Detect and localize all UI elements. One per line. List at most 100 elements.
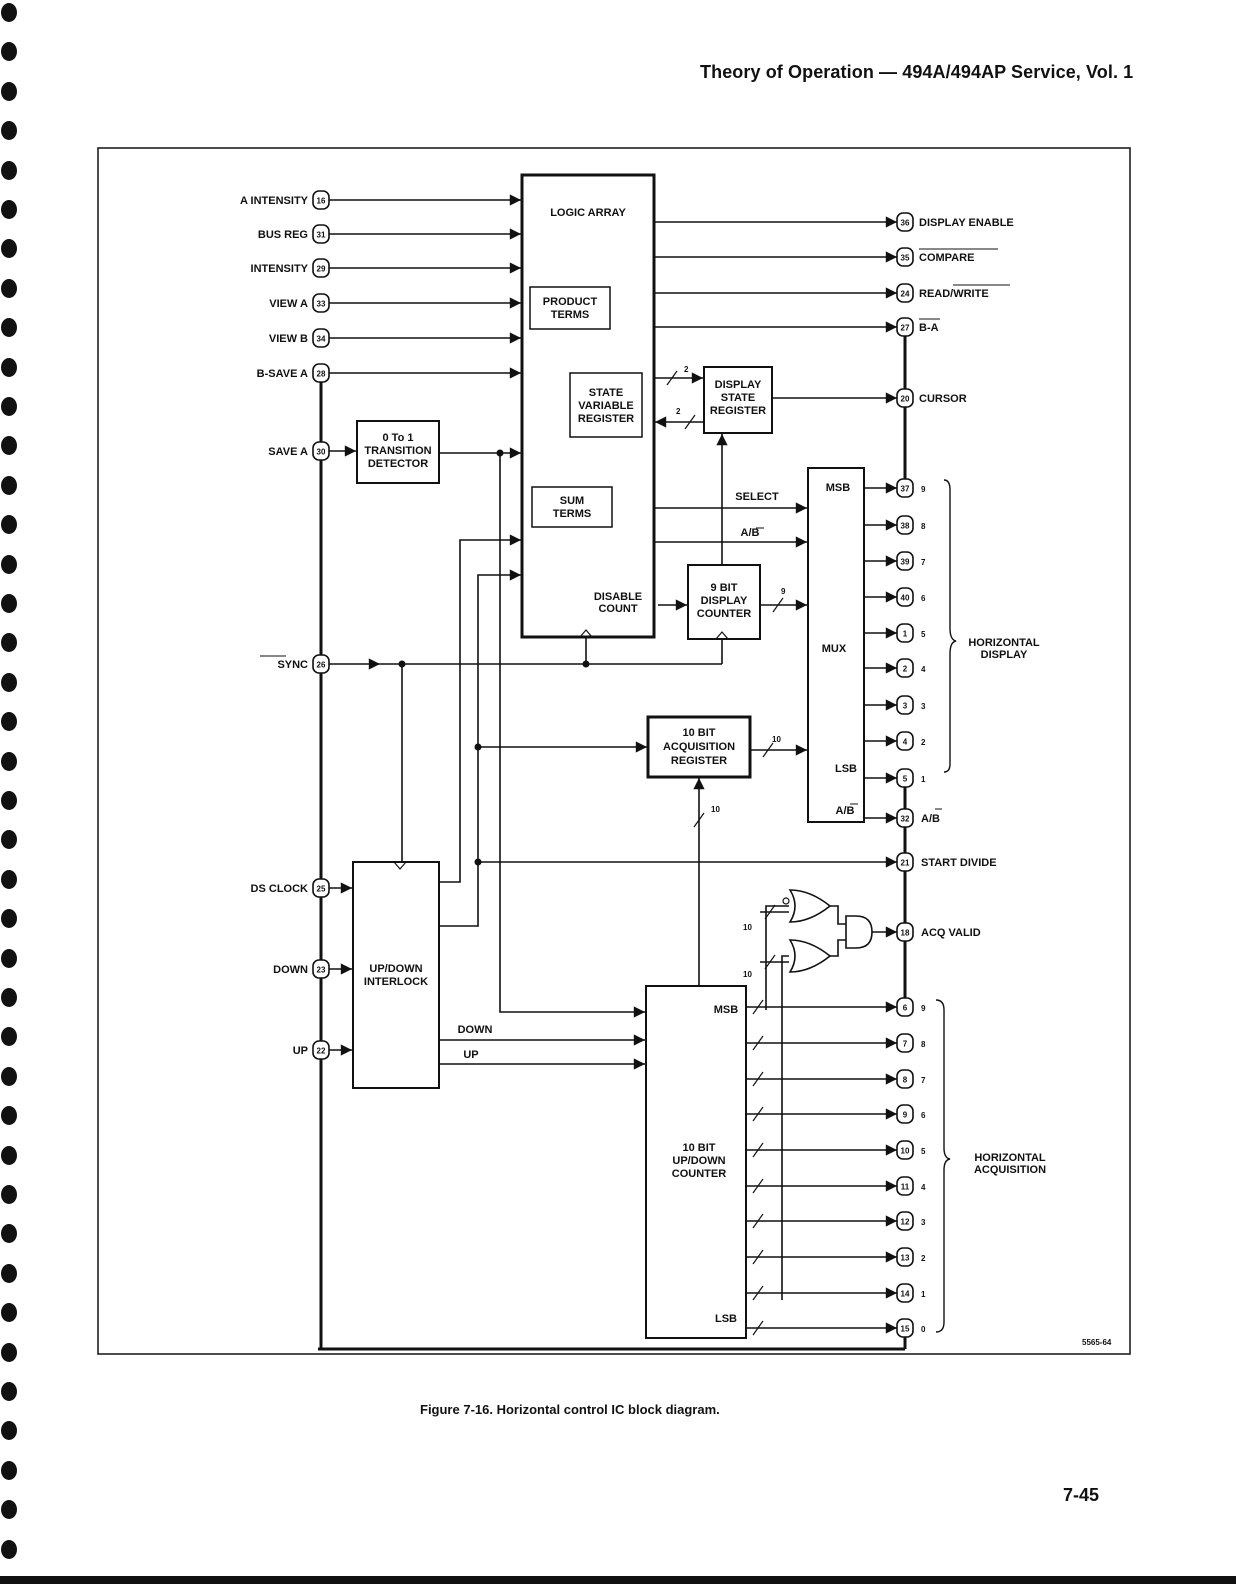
acq-pin-9: 9 xyxy=(896,1104,914,1124)
input-label: VIEW B xyxy=(269,333,308,345)
acq-valid-label: ACQ VALID xyxy=(921,927,981,939)
svr-label-3: REGISTER xyxy=(578,413,634,425)
start-divide-label: START DIVIDE xyxy=(921,857,997,869)
binder-hole xyxy=(1,1421,17,1441)
svg-text:22: 22 xyxy=(317,1047,326,1056)
dc-label-2: DISPLAY xyxy=(701,595,748,607)
output-pin-27: 27 xyxy=(896,317,914,337)
input-pin-30: 30 xyxy=(312,441,330,461)
display-pin-39: 39 xyxy=(896,551,914,571)
binder-hole xyxy=(1,830,17,850)
svg-text:13: 13 xyxy=(901,1254,910,1263)
output-label: CURSOR xyxy=(919,393,967,405)
horizontal-display-label-1: HORIZONTAL xyxy=(968,637,1040,649)
acq-pin-12: 12 xyxy=(896,1211,914,1231)
binder-hole xyxy=(1,1106,17,1126)
binder-hole xyxy=(1,42,17,62)
wire xyxy=(666,370,678,386)
udc-lsb-label: LSB xyxy=(715,1313,737,1325)
acq-valid-pin: 18 xyxy=(896,922,914,942)
page-number: 7-45 xyxy=(1063,1485,1100,1505)
acq-pin-10: 10 xyxy=(896,1140,914,1160)
input-pin-28: 28 xyxy=(312,363,330,383)
input-label: SYNC xyxy=(277,659,308,671)
disable-count-label-1: DISABLE xyxy=(594,591,642,603)
mux-ab-label: A/B xyxy=(836,805,855,817)
binder-hole xyxy=(1,791,17,810)
input-pin-23: 23 xyxy=(312,959,330,979)
acquisition-register-block xyxy=(646,715,752,779)
input-pin-26: 26 xyxy=(312,654,330,674)
acq-pin-7: 7 xyxy=(896,1033,914,1053)
ar-label-2: ACQUISITION xyxy=(663,741,735,753)
bit-label: 1 xyxy=(921,775,926,784)
display-counter-block xyxy=(687,564,761,640)
mux-msb-label: MSB xyxy=(826,482,851,494)
binder-hole xyxy=(1,475,17,495)
binder-hole xyxy=(1,594,17,613)
binder-hole xyxy=(1,751,17,771)
display-pin-2: 2 xyxy=(896,658,914,678)
input-pin-34: 34 xyxy=(312,328,330,348)
binder-hole xyxy=(1,278,17,298)
bit-label: 0 xyxy=(921,1325,926,1334)
wire xyxy=(752,1142,764,1158)
wire xyxy=(752,999,764,1015)
binder-hole xyxy=(1,1500,17,1520)
bus-2-label-b: 2 xyxy=(676,407,681,416)
display-pin-4: 4 xyxy=(896,731,914,751)
ui-label-2: INTERLOCK xyxy=(364,976,428,988)
output-label: DISPLAY ENABLE xyxy=(919,217,1014,229)
bit-label: 6 xyxy=(921,594,926,603)
display-pin-3: 3 xyxy=(896,695,914,715)
binder-hole xyxy=(1,1342,17,1362)
binder-hole xyxy=(1,988,17,1007)
udc-msb-label: MSB xyxy=(714,1004,739,1016)
binder-hole xyxy=(1,1539,17,1559)
acq-pin-14: 14 xyxy=(896,1283,914,1303)
down-signal-label: DOWN xyxy=(458,1024,493,1036)
svg-text:30: 30 xyxy=(317,448,326,457)
binder-hole xyxy=(1,554,17,574)
acquisition-brace xyxy=(935,999,951,1333)
binder-hole xyxy=(1,712,17,732)
svg-text:4: 4 xyxy=(903,738,908,747)
binder-hole xyxy=(1,672,17,692)
svg-text:35: 35 xyxy=(901,254,910,263)
updown-interlock-block xyxy=(352,861,440,1089)
acq-pin-8: 8 xyxy=(896,1069,914,1089)
ab-output-pin: 32 xyxy=(896,808,914,828)
wire xyxy=(752,1071,764,1087)
input-label: DS CLOCK xyxy=(251,883,309,895)
svg-text:20: 20 xyxy=(901,395,910,404)
svg-text:36: 36 xyxy=(901,219,910,228)
dc-label-3: COUNTER xyxy=(697,608,751,620)
wire xyxy=(752,1035,764,1051)
svg-text:32: 32 xyxy=(901,815,910,824)
bit-label: 7 xyxy=(921,1076,926,1085)
display-pin-37: 37 xyxy=(896,478,914,498)
svg-text:34: 34 xyxy=(317,335,326,344)
wire xyxy=(752,1213,764,1229)
bus-10-label-c: 10 xyxy=(743,923,752,932)
svg-text:3: 3 xyxy=(903,702,908,711)
bit-label: 2 xyxy=(921,738,926,747)
mux-label: MUX xyxy=(822,643,847,655)
bus-10-label-b: 10 xyxy=(711,805,720,814)
bit-label: 6 xyxy=(921,1111,926,1120)
horizontal-acquisition-label-2: ACQUISITION xyxy=(974,1164,1046,1176)
wire xyxy=(830,905,846,925)
horizontal-display-label-2: DISPLAY xyxy=(981,649,1028,661)
svg-text:10: 10 xyxy=(901,1147,910,1156)
binder-hole xyxy=(1,1224,17,1244)
product-terms-block xyxy=(529,286,611,330)
svg-text:8: 8 xyxy=(903,1076,908,1085)
wire xyxy=(765,905,789,1010)
binder-hole xyxy=(1,200,17,219)
svg-text:5: 5 xyxy=(903,775,908,784)
svg-text:31: 31 xyxy=(317,231,326,240)
page-header: Theory of Operation — 494A/494AP Service… xyxy=(700,62,1134,82)
wire xyxy=(439,534,521,883)
display-brace xyxy=(943,479,957,773)
